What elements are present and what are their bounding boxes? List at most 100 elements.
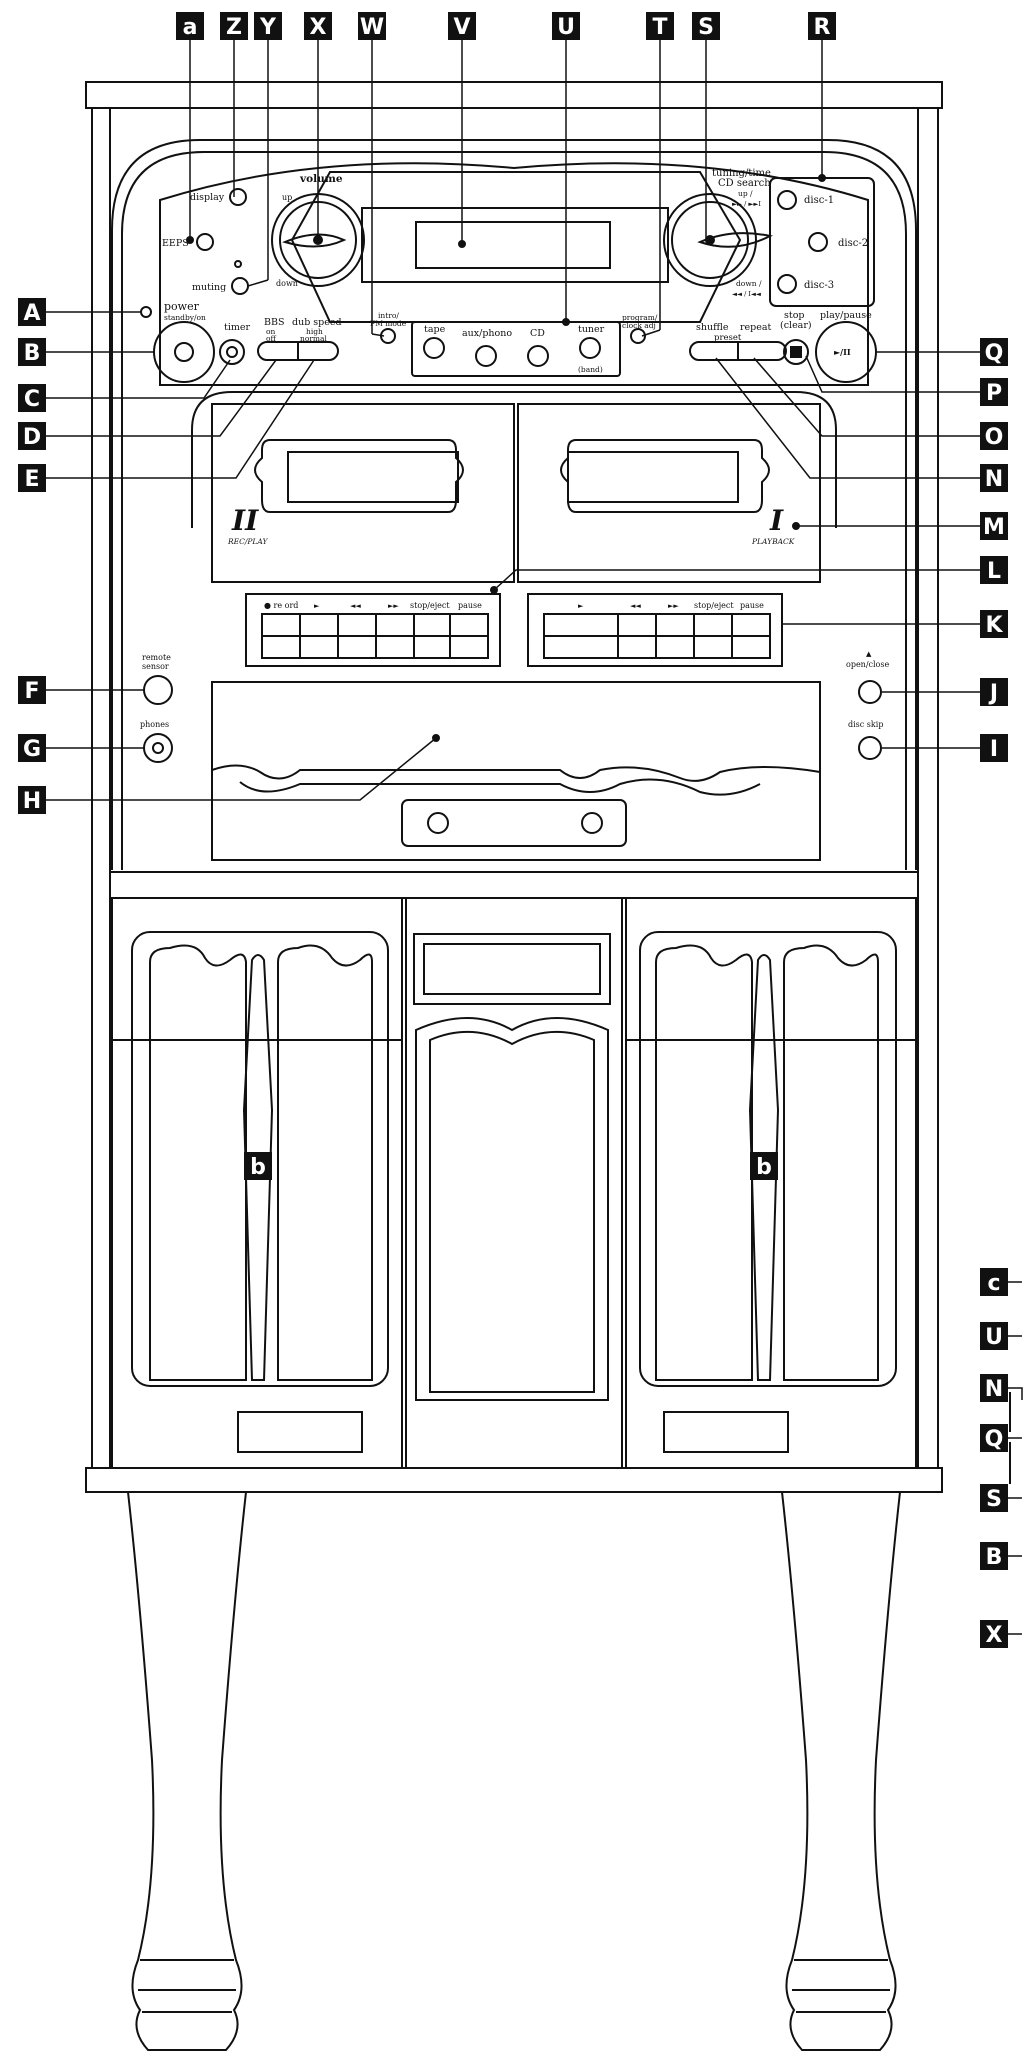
tuner-label: tuner xyxy=(578,324,605,335)
muting-indicator xyxy=(234,260,242,268)
cd-button[interactable] xyxy=(527,345,549,367)
tuning-time-label: tuning/time xyxy=(712,168,771,179)
disc-2-button[interactable] xyxy=(808,232,828,252)
callout-J-text: J xyxy=(988,681,998,706)
callout-L-text: L xyxy=(987,559,1001,584)
callout-Q: Q xyxy=(876,338,1008,366)
disc-1-button[interactable] xyxy=(777,190,797,210)
callout-b-left: b xyxy=(244,1152,272,1180)
volume-up-label: up xyxy=(282,193,292,202)
callout-V-text: V xyxy=(453,15,470,40)
ref-N: N xyxy=(980,1374,1023,1402)
clock-adj-label: clock adj xyxy=(622,321,656,330)
lower-cabinet xyxy=(111,897,917,1469)
callout-H: H xyxy=(18,734,440,814)
faceplate xyxy=(159,162,869,386)
shuffle-label: shuffle xyxy=(696,322,729,333)
panel-labels: display EEPS volume up down muting power… xyxy=(140,168,889,729)
callout-F-text: F xyxy=(24,679,39,704)
left-leg xyxy=(126,1491,248,2051)
callout-Z: Z xyxy=(220,12,248,197)
callout-a-text: a xyxy=(183,15,198,40)
bbs-on-label: on xyxy=(266,327,276,336)
remote-label: remote xyxy=(142,653,171,662)
callout-I: I xyxy=(882,734,1008,762)
right-door-badge xyxy=(663,1411,789,1453)
key1-play-label: ► xyxy=(578,602,584,610)
left-door-badge xyxy=(237,1411,363,1453)
ref-B: B xyxy=(980,1542,1022,1570)
callout-b-right: b xyxy=(750,1152,778,1180)
callout-I-text: I xyxy=(990,737,998,762)
display-window xyxy=(361,207,669,283)
open-close-button[interactable] xyxy=(858,680,882,704)
cd-search-label: CD search xyxy=(718,178,771,189)
callout-G: G xyxy=(18,734,144,762)
disc-3-button[interactable] xyxy=(777,274,797,294)
ref-B-text: B xyxy=(986,1545,1003,1570)
cd-tray xyxy=(211,681,821,861)
ref-U: U xyxy=(980,1322,1022,1350)
muting-button[interactable] xyxy=(231,277,249,295)
callout-M: M xyxy=(792,512,1008,540)
callout-T: T xyxy=(641,12,674,337)
ref-Q-text: Q xyxy=(985,1427,1004,1452)
play-pause-symbol: ►/II xyxy=(834,347,851,357)
callout-O-text: O xyxy=(985,425,1004,450)
callout-C-text: C xyxy=(24,387,40,412)
callout-N-text: N xyxy=(985,467,1003,492)
key1-rew-label: ◄◄ xyxy=(630,602,641,610)
cabinet-body xyxy=(91,107,939,1469)
aux-phono-button[interactable] xyxy=(475,345,497,367)
deck-1-transport-keys[interactable] xyxy=(527,593,783,667)
callout-O: O xyxy=(753,357,1008,450)
key-play-label: ► xyxy=(314,602,320,610)
key-record-label: ● re ord xyxy=(264,601,298,610)
callout-b-right-text: b xyxy=(756,1155,772,1180)
remote-sensor xyxy=(143,675,173,705)
callout-P: P xyxy=(805,355,1008,406)
dub-normal-label: normal xyxy=(300,334,328,343)
center-door-panel xyxy=(415,1017,609,1401)
cd-label: CD xyxy=(530,328,545,339)
callout-J: J xyxy=(882,678,1008,706)
power-indicator xyxy=(140,306,152,318)
tuning-down-label: down / xyxy=(736,279,762,288)
display-label: display xyxy=(190,192,225,203)
key-rew-label: ◄◄ xyxy=(350,602,361,610)
legs xyxy=(126,1491,902,2051)
key1-stop-eject-label: stop/eject xyxy=(694,601,734,610)
stop-clear-button[interactable] xyxy=(783,339,809,365)
dub-speed-label: dub speed xyxy=(292,317,342,328)
callout-S: S xyxy=(692,12,720,240)
tape-button[interactable] xyxy=(423,337,445,359)
phones-jack[interactable] xyxy=(143,733,173,763)
timer-button[interactable] xyxy=(219,339,245,365)
power-button[interactable] xyxy=(153,321,215,383)
program-label: program/ xyxy=(622,313,658,322)
deck-2-window xyxy=(254,439,464,513)
callout-N: N xyxy=(715,357,1008,492)
callout-T-text: T xyxy=(652,15,667,40)
callout-E: E xyxy=(18,359,315,492)
eeps-button[interactable] xyxy=(196,233,214,251)
tuner-button[interactable] xyxy=(579,337,601,359)
ref-c: c xyxy=(980,1268,1022,1296)
disc-skip-label: disc skip xyxy=(848,720,883,729)
callout-A: A xyxy=(18,298,140,326)
program-clock-adj-button[interactable] xyxy=(630,328,646,344)
clear-label: (clear) xyxy=(780,320,812,331)
repeat-label: repeat xyxy=(740,322,772,333)
bbs-off-label: off xyxy=(266,334,277,343)
deck-2-numeral: II xyxy=(231,504,259,537)
stop-label: stop xyxy=(784,310,805,321)
disc-skip-button[interactable] xyxy=(858,736,882,760)
deck-2-transport-keys[interactable] xyxy=(245,593,501,667)
arched-frame-inner xyxy=(121,151,907,870)
display-button[interactable] xyxy=(229,188,247,206)
callout-E-text: E xyxy=(24,467,39,492)
callouts: a Z Y X W V xyxy=(18,12,1023,1648)
tuning-knob[interactable] xyxy=(663,193,773,287)
key-pause-label: pause xyxy=(458,601,482,610)
ref-S: S xyxy=(980,1484,1022,1512)
